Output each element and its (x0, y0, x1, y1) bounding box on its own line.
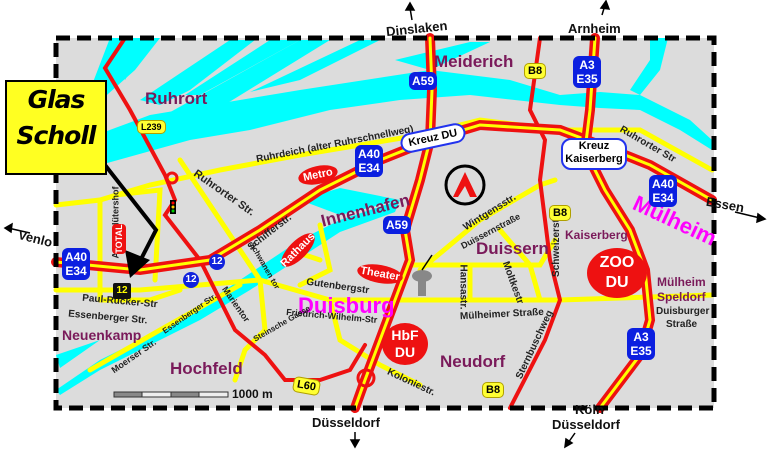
poi-total: TOTAL (112, 224, 126, 254)
badge-line: E35 (576, 72, 598, 86)
badge-a59-north: A59 (409, 72, 438, 90)
badge-line: A3 (633, 330, 649, 344)
district-meiderich: Meiderich (434, 52, 514, 71)
exit-12-c: 12 (113, 283, 131, 299)
tv-tower-icon (412, 254, 433, 296)
badge-line: E34 (358, 161, 380, 175)
poi-line: DU (605, 274, 629, 291)
badge-line: A3 (579, 58, 595, 72)
location-arrow-icon (103, 163, 159, 278)
map-border (53, 35, 717, 411)
badge-b8-south: B8 (482, 382, 505, 398)
scale-label: 1000 m (232, 387, 273, 401)
badge-line: E35 (630, 344, 652, 358)
badge-b8-north: B8 (524, 63, 547, 79)
water (56, 38, 712, 395)
interchange-kreuz-kaiserberg: Kreuz Kaiserberg (561, 138, 627, 170)
poi-line: ZOO (599, 254, 635, 271)
logo-line2: Scholl (16, 121, 97, 150)
street-duisburger-1: Duisburger (656, 306, 710, 317)
district-kaiserberg: Kaiserberg (565, 228, 628, 242)
poi-zoo: ZOO DU (587, 248, 647, 298)
direction-koeln: Köln (575, 402, 604, 417)
badge-a59-mid: A59 (383, 216, 412, 234)
direction-duesseldorf: Düsseldorf (312, 415, 380, 430)
direction-arrows (3, 0, 767, 449)
direction-arnheim: Arnheim (568, 21, 621, 36)
agency-logo-icon (444, 164, 486, 206)
badge-line: E34 (652, 191, 674, 205)
district-duissern: Duissern (476, 239, 549, 258)
badge-line: E34 (65, 264, 87, 278)
poi-line: DU (394, 344, 416, 360)
exit-12-a: 12 (209, 254, 225, 270)
district-ruhrort: Ruhrort (145, 89, 208, 108)
exit-12-b: 12 (183, 272, 199, 288)
direction-koeln-duesseldorf: Düsseldorf (552, 417, 620, 432)
kreuz-line: Kreuz (578, 140, 610, 152)
logo-line1: Glas (27, 85, 86, 114)
badge-l239: L239 (137, 120, 166, 134)
scale-bar (113, 391, 229, 398)
street-hansastr: Hansastr. (457, 264, 469, 310)
kreuz-line: Kaiserberg (565, 153, 623, 165)
street-schweizerstr: Schweizerstr. (550, 213, 562, 277)
poi-line: HbF (391, 327, 419, 343)
roundabout (165, 171, 179, 185)
badge-line: A40 (652, 177, 675, 191)
city-duisburg: Duisburg (298, 293, 395, 318)
district-muelheim-speldorf-1: Mülheim (657, 275, 706, 289)
badge-b8-mid: B8 (549, 205, 572, 221)
glas-scholl-logo: Glas Scholl (5, 80, 107, 175)
traffic-light-icon (170, 200, 176, 214)
badge-line: A40 (65, 250, 88, 264)
district-hochfeld: Hochfeld (170, 359, 243, 378)
district-muelheim-speldorf-2: Speldorf (657, 290, 706, 304)
district-neuenkamp: Neuenkamp (62, 327, 142, 343)
district-neudorf: Neudorf (440, 352, 506, 371)
roundabout (356, 368, 376, 388)
badge-line: A40 (358, 147, 381, 161)
street-duisburger-2: Straße (666, 319, 698, 330)
